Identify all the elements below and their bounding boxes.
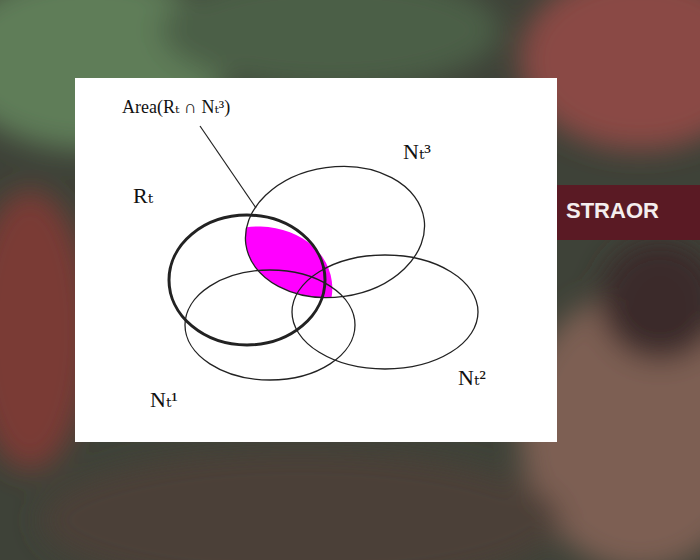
area-callout-box: Area(Rₜ ∩ Nₜ³) (122, 96, 230, 118)
lower-scene (40, 450, 560, 560)
ellipse-shape (237, 155, 433, 309)
white-panel (75, 78, 557, 442)
ellipse-shape (292, 255, 478, 369)
ellipse-outline (169, 215, 325, 345)
set-label: Nₜ² (458, 364, 486, 392)
set-label: Nₜ¹ (150, 386, 178, 414)
hair (600, 240, 700, 360)
ellipse-outline (292, 255, 478, 369)
ellipse-shape (185, 270, 355, 380)
ellipse-outline (185, 270, 355, 380)
ellipse-outline (245, 167, 425, 297)
sign-text-box: STRAOR (566, 198, 659, 224)
intersection-area (237, 155, 433, 309)
sign-text: STRAOR (566, 198, 659, 224)
set-label: Rₜ (133, 182, 153, 210)
set-ellipse: Nₜ³ (245, 167, 425, 297)
set-ellipse: Nₜ¹ (185, 270, 355, 380)
set-ellipse: Nₜ² (292, 255, 478, 369)
sign-band (555, 185, 700, 240)
area-callout: Area(Rₜ ∩ Nₜ³) (122, 96, 230, 118)
leader-line (200, 126, 256, 208)
set-ellipse: Rₜ (169, 215, 325, 345)
set-label: Nₜ³ (403, 138, 431, 166)
foliage (160, 0, 500, 90)
ellipse-shape (169, 215, 325, 345)
